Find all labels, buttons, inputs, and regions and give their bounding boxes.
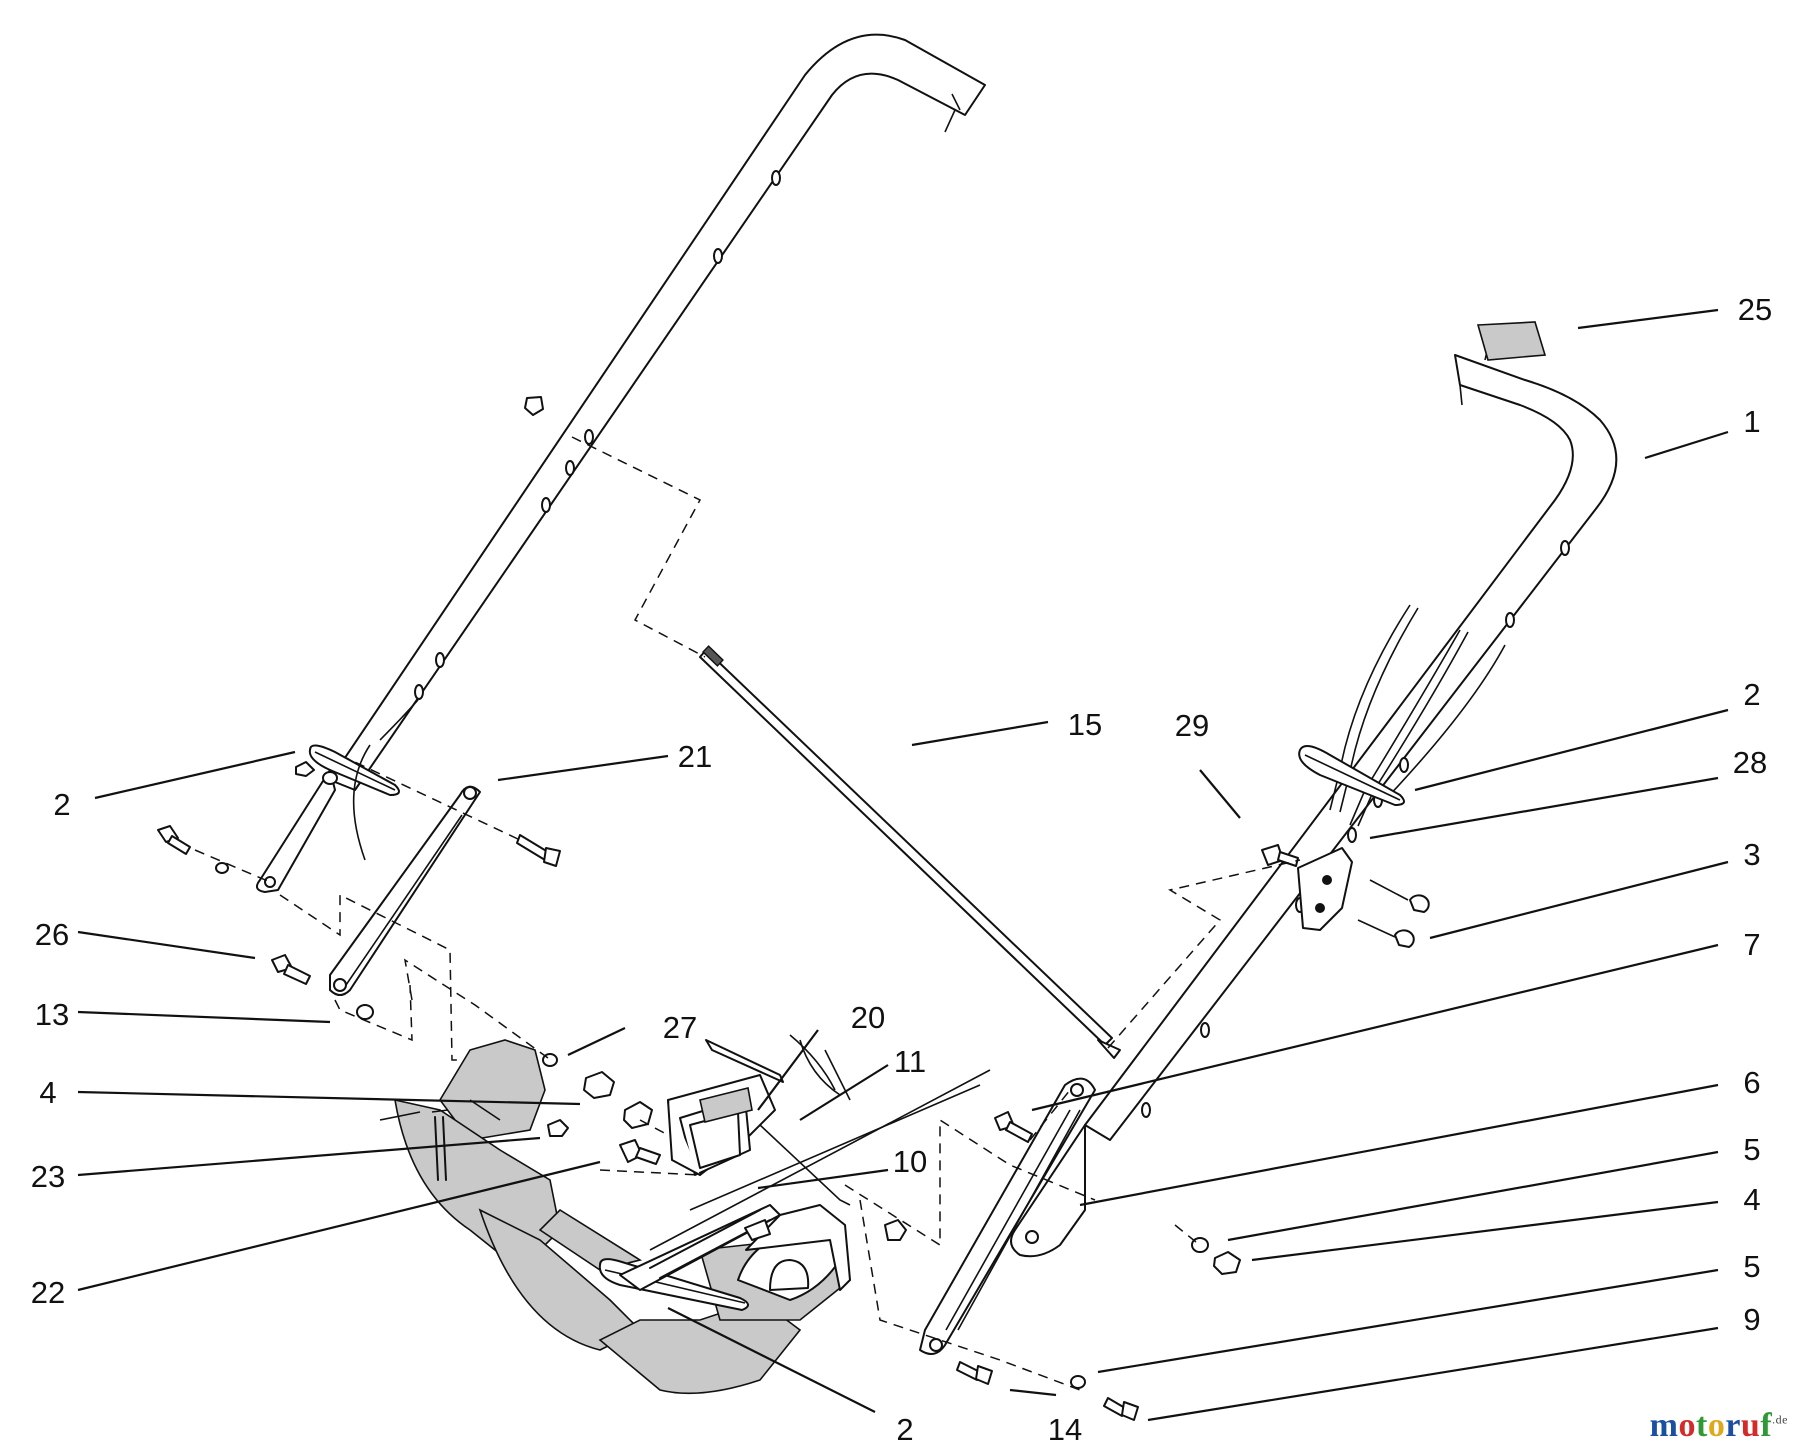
callout-1: 1 [1743, 404, 1760, 439]
logo-letter-t: t [1696, 1407, 1708, 1444]
logo-suffix: .de [1772, 1412, 1788, 1427]
link-21 [329, 785, 481, 996]
leader-lines [77, 308, 1729, 1422]
callout-5-a: 5 [1743, 1132, 1760, 1167]
callout-2-left: 2 [53, 787, 70, 822]
callout-10: 10 [893, 1144, 927, 1179]
bail-bar-bottom [598, 1069, 991, 1311]
bolt-left-upper [157, 825, 271, 883]
motoruf-logo: motoruf.de [1650, 1407, 1788, 1445]
bail-bar-left [255, 699, 419, 893]
bolt-14 [956, 1361, 993, 1385]
bracket-lower-right [1010, 1124, 1086, 1258]
callout-29: 29 [1175, 708, 1209, 743]
bolt-7 [994, 1089, 1071, 1143]
cap-3a [1409, 894, 1430, 913]
nut-4-right [1213, 1251, 1241, 1275]
callout-23: 23 [31, 1159, 65, 1194]
bolt-21 [339, 754, 561, 867]
bail-bar-right [1298, 745, 1405, 806]
callout-15: 15 [1068, 707, 1102, 742]
bolt-9 [1103, 1397, 1139, 1421]
bolt-26 [271, 954, 311, 985]
nut-washer-top-left [295, 761, 338, 785]
cable-bundle [1329, 604, 1506, 827]
nut-14 [884, 1219, 907, 1241]
callout-6: 6 [1743, 1065, 1760, 1100]
callout-28: 28 [1733, 745, 1767, 780]
bolt-29 [1261, 844, 1299, 867]
link-6 [919, 1077, 1096, 1355]
adjuster-assembly [667, 1034, 851, 1176]
bracket-28 [1297, 847, 1353, 931]
nut-4-left [583, 1071, 615, 1099]
nut-23 [547, 1119, 569, 1137]
callout-3: 3 [1743, 837, 1760, 872]
callout-22: 22 [31, 1275, 65, 1310]
callout-13: 13 [35, 997, 69, 1032]
left-handle-tube [329, 33, 986, 791]
logo-letter-u: u [1740, 1407, 1761, 1444]
logo-letter-m: m [1649, 1407, 1679, 1444]
callout-27: 27 [663, 1010, 697, 1045]
decal-25 [1476, 321, 1547, 361]
callout-14: 14 [1048, 1412, 1082, 1447]
callout-4-left: 4 [39, 1075, 56, 1110]
callout-21: 21 [678, 739, 712, 774]
callout-25: 25 [1738, 292, 1772, 327]
logo-letter-f: f [1760, 1407, 1773, 1444]
logo-letter-r: r [1725, 1407, 1741, 1444]
washer-5-b [1070, 1375, 1086, 1389]
cap-3b [1394, 929, 1415, 948]
control-cable-15 [699, 645, 1121, 1059]
callout-5-b: 5 [1743, 1249, 1760, 1284]
callout-2-right: 2 [1743, 677, 1760, 712]
callout-labels: 25 1 2 28 3 7 6 5 4 5 9 14 2 10 11 20 29… [31, 292, 1772, 1447]
callout-2-bottom: 2 [896, 1412, 913, 1447]
right-handle-tube [1084, 337, 1618, 1141]
callout-20: 20 [851, 1000, 885, 1035]
mower-deck [379, 1039, 851, 1395]
callout-9: 9 [1743, 1302, 1760, 1337]
washer-13 [356, 1004, 374, 1020]
logo-letter-o2: o [1707, 1407, 1726, 1444]
callout-11: 11 [894, 1044, 926, 1079]
callout-4-right: 4 [1743, 1182, 1760, 1217]
logo-letter-o: o [1678, 1407, 1696, 1444]
callout-26: 26 [35, 917, 69, 952]
callout-7: 7 [1743, 927, 1760, 962]
